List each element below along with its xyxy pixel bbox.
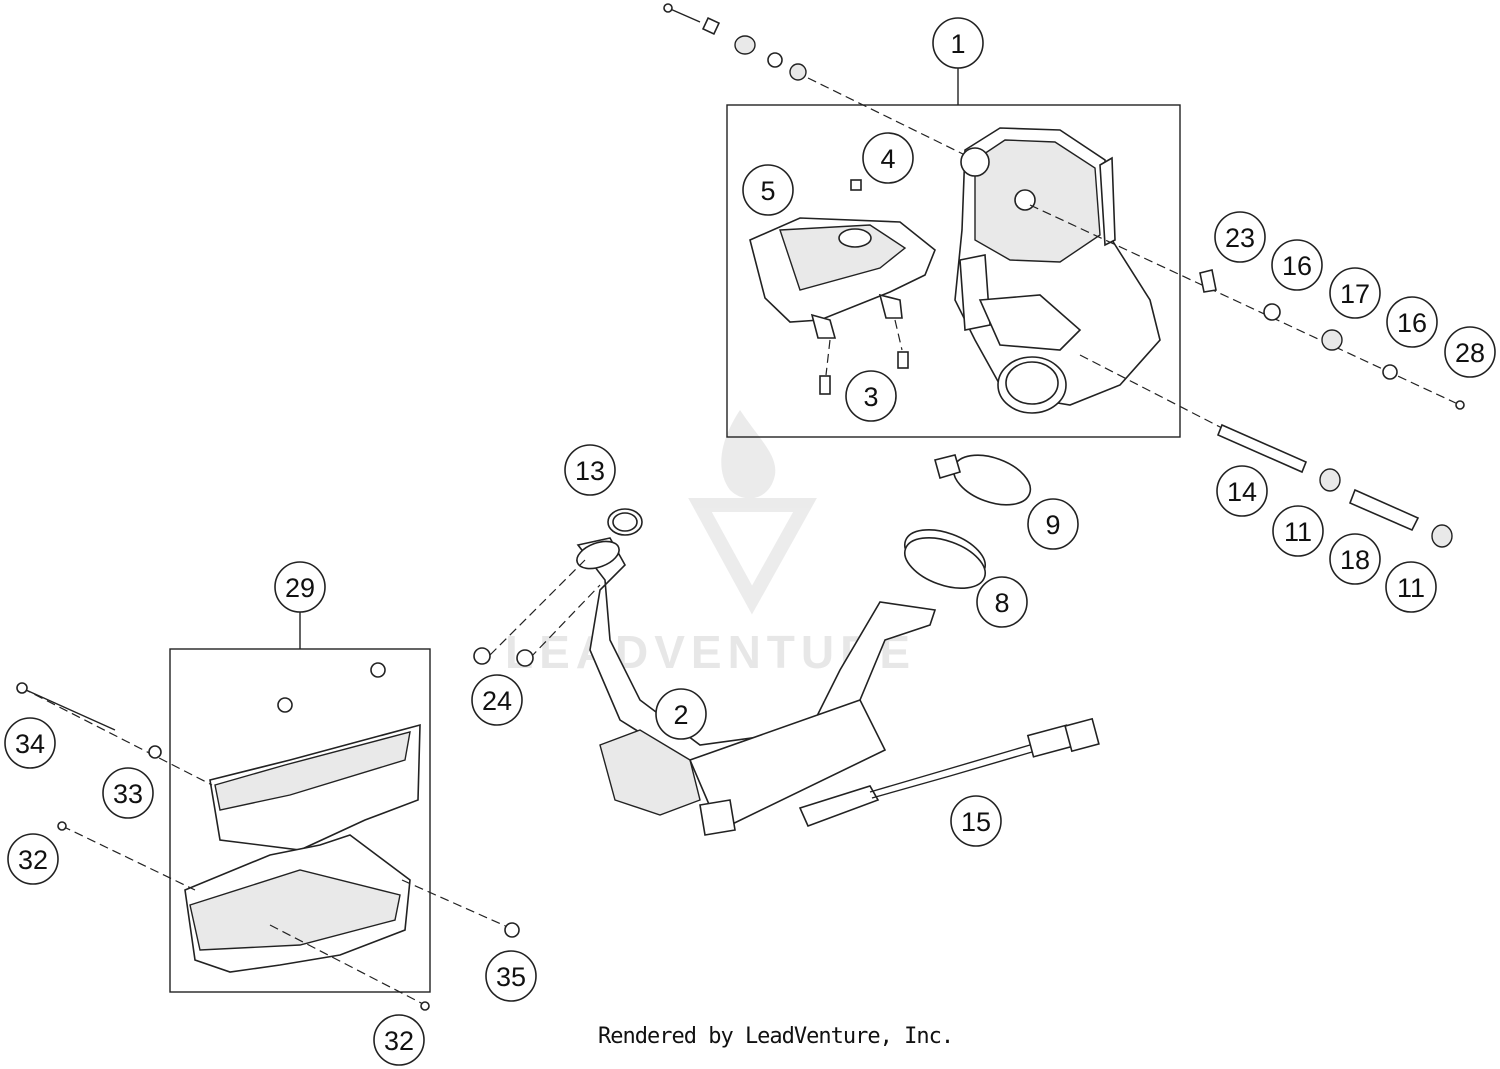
svg-text:4: 4 bbox=[880, 144, 895, 174]
svg-text:18: 18 bbox=[1340, 545, 1370, 575]
callout-18: 18 bbox=[1329, 533, 1381, 585]
callout-34: 34 bbox=[4, 717, 56, 769]
svg-text:14: 14 bbox=[1227, 477, 1257, 507]
svg-text:1: 1 bbox=[950, 29, 965, 59]
top-bolt-stack bbox=[663, 3, 966, 156]
callout-32a: 32 bbox=[7, 833, 59, 885]
callout-1: 1 bbox=[932, 17, 984, 69]
right-bolt-stack bbox=[1029, 204, 1465, 410]
exhaust-gasket-ring bbox=[904, 529, 986, 589]
svg-text:2: 2 bbox=[673, 700, 688, 730]
callout-24: 24 bbox=[471, 674, 523, 726]
callout-9: 9 bbox=[1027, 498, 1079, 550]
render-credit: Rendered by LeadVenture, Inc. bbox=[598, 1024, 954, 1049]
group-box-1 bbox=[726, 104, 1181, 438]
svg-text:15: 15 bbox=[961, 807, 991, 837]
callout-14: 14 bbox=[1216, 465, 1268, 517]
callout-35: 35 bbox=[485, 950, 537, 1002]
callout-32b: 32 bbox=[373, 1014, 425, 1066]
muffler-body bbox=[954, 127, 1161, 414]
callout-11a: 11 bbox=[1272, 505, 1324, 557]
svg-text:33: 33 bbox=[113, 779, 143, 809]
callout-8: 8 bbox=[976, 576, 1028, 628]
header-nuts bbox=[473, 559, 601, 667]
svg-text:5: 5 bbox=[760, 176, 775, 206]
svg-text:24: 24 bbox=[482, 686, 512, 716]
callout-11b: 11 bbox=[1385, 561, 1437, 613]
callout-4: 4 bbox=[862, 132, 914, 184]
svg-text:11: 11 bbox=[1284, 517, 1312, 547]
shield-screws bbox=[819, 319, 909, 395]
svg-text:32: 32 bbox=[18, 845, 48, 875]
exhaust-clamp bbox=[934, 454, 1032, 506]
lower-heat-shield-top bbox=[209, 662, 421, 851]
callout-2: 2 bbox=[655, 688, 707, 740]
callout-33: 33 bbox=[102, 767, 154, 819]
svg-text:34: 34 bbox=[15, 729, 45, 759]
lower-stud-stack bbox=[1079, 354, 1453, 548]
callout-23: 23 bbox=[1214, 211, 1266, 263]
svg-text:32: 32 bbox=[384, 1026, 414, 1056]
oxygen-sensor bbox=[798, 717, 1100, 828]
callout-15: 15 bbox=[950, 795, 1002, 847]
svg-text:28: 28 bbox=[1455, 338, 1485, 368]
header-gasket bbox=[607, 508, 643, 536]
svg-text:16: 16 bbox=[1282, 251, 1312, 281]
lower-bolts bbox=[16, 682, 520, 1011]
muffler-heat-shield bbox=[749, 179, 936, 339]
svg-text:29: 29 bbox=[285, 573, 315, 603]
svg-text:13: 13 bbox=[575, 456, 605, 486]
svg-text:8: 8 bbox=[994, 588, 1009, 618]
svg-text:35: 35 bbox=[496, 962, 526, 992]
svg-text:3: 3 bbox=[863, 382, 878, 412]
callout-17: 17 bbox=[1329, 267, 1381, 319]
callout-5: 5 bbox=[742, 164, 794, 216]
lower-heat-shield-bottom bbox=[184, 834, 411, 973]
watermark-logo-icon bbox=[688, 410, 817, 615]
callout-29: 29 bbox=[274, 561, 326, 613]
svg-text:17: 17 bbox=[1340, 279, 1370, 309]
callout-13: 13 bbox=[564, 444, 616, 496]
exhaust-header-pipe bbox=[576, 537, 937, 836]
callout-16a: 16 bbox=[1271, 239, 1323, 291]
svg-text:23: 23 bbox=[1225, 223, 1255, 253]
callout-16b: 16 bbox=[1386, 296, 1438, 348]
svg-text:9: 9 bbox=[1045, 510, 1060, 540]
svg-text:16: 16 bbox=[1397, 308, 1427, 338]
svg-text:11: 11 bbox=[1397, 573, 1425, 603]
callout-3: 3 bbox=[845, 370, 897, 422]
callout-28: 28 bbox=[1444, 326, 1496, 378]
